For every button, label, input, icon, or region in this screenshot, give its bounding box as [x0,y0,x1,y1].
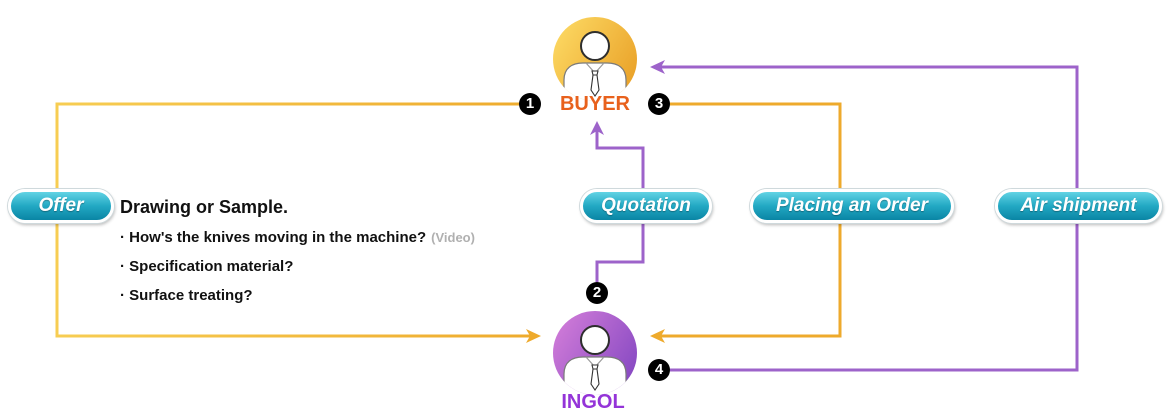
ingol-label: INGOL [561,391,625,413]
offer-arrowhead [526,329,541,343]
order-arrowhead [650,329,665,343]
step-4-badge: 4 [648,359,670,381]
offer-step-label: Offer [8,189,114,223]
quotation-step-label: Quotation [580,189,712,223]
offer-detail-item: · Specification material? [120,252,475,281]
offer-details: Drawing or Sample. · How's the knives mo… [120,196,475,310]
buyer-label: BUYER [559,93,630,115]
offer-detail-text: · Surface treating? [120,287,253,304]
air-shipment-step-label: Air shipment [995,189,1162,223]
ingol-person-icon [553,311,637,395]
offer-detail-item: · Surface treating? [120,281,475,310]
step-2-badge: 2 [586,282,608,304]
offer-detail-text: · Specification material? [120,258,294,275]
offer-details-heading: Drawing or Sample. [120,197,289,217]
offer-detail-item: · How's the knives moving in the machine… [120,223,475,252]
quotation-arrowhead [590,121,604,135]
placing-order-step-label: Placing an Order [750,189,954,223]
offer-detail-text: · How's the knives moving in the machine… [120,229,427,246]
shipment-arrowhead [650,60,665,74]
buyer-person-icon [553,17,637,101]
step-1-badge: 1 [519,93,541,115]
offer-details-list: · How's the knives moving in the machine… [120,223,475,310]
offer-detail-note: (Video) [431,230,475,245]
step-3-badge: 3 [648,93,670,115]
